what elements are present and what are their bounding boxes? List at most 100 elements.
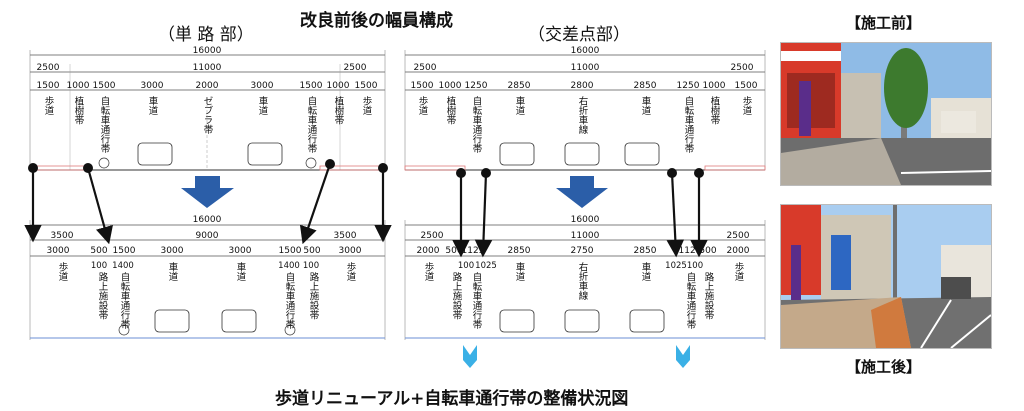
midblock-before-side-right: 2500 (344, 63, 367, 73)
bicycle-icon (118, 324, 130, 336)
dim: 1250 (465, 81, 488, 91)
lane-label: 自転車通行帯 (685, 271, 697, 330)
lane-label: 車道 (640, 261, 652, 282)
dim: 1000 (439, 81, 462, 91)
lane-label: 歩道 (733, 261, 745, 282)
lane-label: 歩道 (361, 95, 373, 116)
midblock-before-side-left: 2500 (37, 63, 60, 73)
car-icon (247, 142, 283, 166)
lane-label: 植樹帯 (333, 95, 345, 125)
lane-label: 車道 (167, 261, 179, 282)
midblock-after-total: 16000 (193, 215, 222, 225)
lane-label: 路上施設帯 (451, 271, 463, 320)
dim: 3000 (141, 81, 164, 91)
dim: 500 (699, 246, 716, 256)
dim: 1500 (300, 81, 323, 91)
dim: 2800 (571, 81, 594, 91)
section-title-intersection: （交差点部） (528, 25, 630, 45)
dim: 1500 (279, 246, 302, 256)
dim: 1000 (67, 81, 90, 91)
after-construction-photo (780, 204, 992, 349)
dim: 500 (303, 246, 320, 256)
dim: 1500 (37, 81, 60, 91)
footer-caption: 歩道リニューアル+自転車通行帯の整備状況図 (275, 389, 629, 409)
dim: 3000 (251, 81, 274, 91)
dim: 2850 (508, 81, 531, 91)
dim: 1125 (679, 246, 702, 256)
dim: 1250 (677, 81, 700, 91)
dim: 2000 (417, 246, 440, 256)
lane-label: 自転車通行帯 (119, 271, 131, 330)
car-icon (624, 142, 660, 166)
dim: 2000 (196, 81, 219, 91)
lane-label: ゼブラ帯 (202, 96, 214, 135)
lane-label: 歩道 (43, 95, 55, 116)
intersection-before-carriage: 11000 (571, 63, 600, 73)
lane-label: 植樹帯 (709, 95, 721, 125)
sub-dim: 100 (687, 261, 703, 271)
section-title-midblock: （単 路 部） (158, 25, 254, 45)
lane-label: 車道 (147, 95, 159, 116)
dim: 2000 (727, 246, 750, 256)
cross-section-diagram: 16000 11000 2500 2500 1500 1000 1500 300… (24, 46, 766, 368)
bicycle-icon (98, 157, 110, 169)
intersection-after-side-right: 2500 (727, 231, 750, 241)
intersection-before-section: 16000 11000 2500 2500 1500 1000 1250 285… (404, 46, 766, 171)
lane-label: 路上施設帯 (308, 271, 320, 320)
dim: 3000 (339, 246, 362, 256)
dim: 3000 (161, 246, 184, 256)
car-icon (221, 309, 257, 333)
car-icon (564, 142, 600, 166)
page-title: 改良前後の幅員構成 (300, 11, 453, 31)
dim: 3000 (47, 246, 70, 256)
down-arrow-icon (556, 176, 608, 208)
transition-arrows (24, 159, 708, 258)
intersection-before-total: 16000 (571, 46, 600, 56)
lane-label: 歩道 (345, 261, 357, 282)
lane-label: 右折車線 (577, 95, 589, 134)
lane-label: 車道 (514, 261, 526, 282)
lane-label: 植樹帯 (445, 95, 457, 125)
dim: 1500 (93, 81, 116, 91)
dim: 1500 (113, 246, 136, 256)
lane-label: 自転車通行帯 (683, 95, 695, 154)
dim: 1125 (462, 246, 485, 256)
lane-label: 歩道 (417, 95, 429, 116)
dim: 3000 (229, 246, 252, 256)
up-marker-icon (463, 345, 477, 368)
car-icon (499, 142, 535, 166)
dim: 500 (90, 246, 107, 256)
dim: 1500 (411, 81, 434, 91)
intersection-before-side-left: 2500 (414, 63, 437, 73)
intersection-after-carriage: 11000 (571, 231, 600, 241)
intersection-after-section: 16000 11000 2500 2500 2000 500 1125 2850… (404, 215, 766, 368)
lane-label: 歩道 (57, 261, 69, 282)
dim: 1000 (703, 81, 726, 91)
dim: 2850 (634, 81, 657, 91)
lane-label: 歩道 (741, 95, 753, 116)
sub-dim: 1400 (278, 261, 300, 271)
before-construction-photo (780, 42, 992, 186)
car-icon (499, 309, 535, 333)
dim: 1000 (327, 81, 350, 91)
sub-dim: 1025 (665, 261, 687, 271)
midblock-before-carriage: 11000 (193, 63, 222, 73)
lane-label: 車道 (514, 95, 526, 116)
after-photo-label: 【施工後】 (846, 358, 922, 376)
sub-dim: 1400 (112, 261, 134, 271)
lane-label: 自転車通行帯 (306, 95, 318, 154)
lane-label: 歩道 (423, 261, 435, 282)
dim: 2750 (571, 246, 594, 256)
lane-label: 自転車通行帯 (471, 271, 483, 330)
dim: 1500 (355, 81, 378, 91)
intersection-after-total: 16000 (571, 215, 600, 225)
car-icon (629, 309, 665, 333)
lane-label: 路上施設帯 (703, 271, 715, 320)
before-photo-label: 【施工前】 (846, 14, 922, 32)
sub-dim: 100 (303, 261, 319, 271)
car-icon (154, 309, 190, 333)
intersection-before-side-right: 2500 (731, 63, 754, 73)
lane-label: 右折車線 (577, 261, 589, 300)
dim: 2850 (634, 246, 657, 256)
sub-dim: 1025 (475, 261, 497, 271)
